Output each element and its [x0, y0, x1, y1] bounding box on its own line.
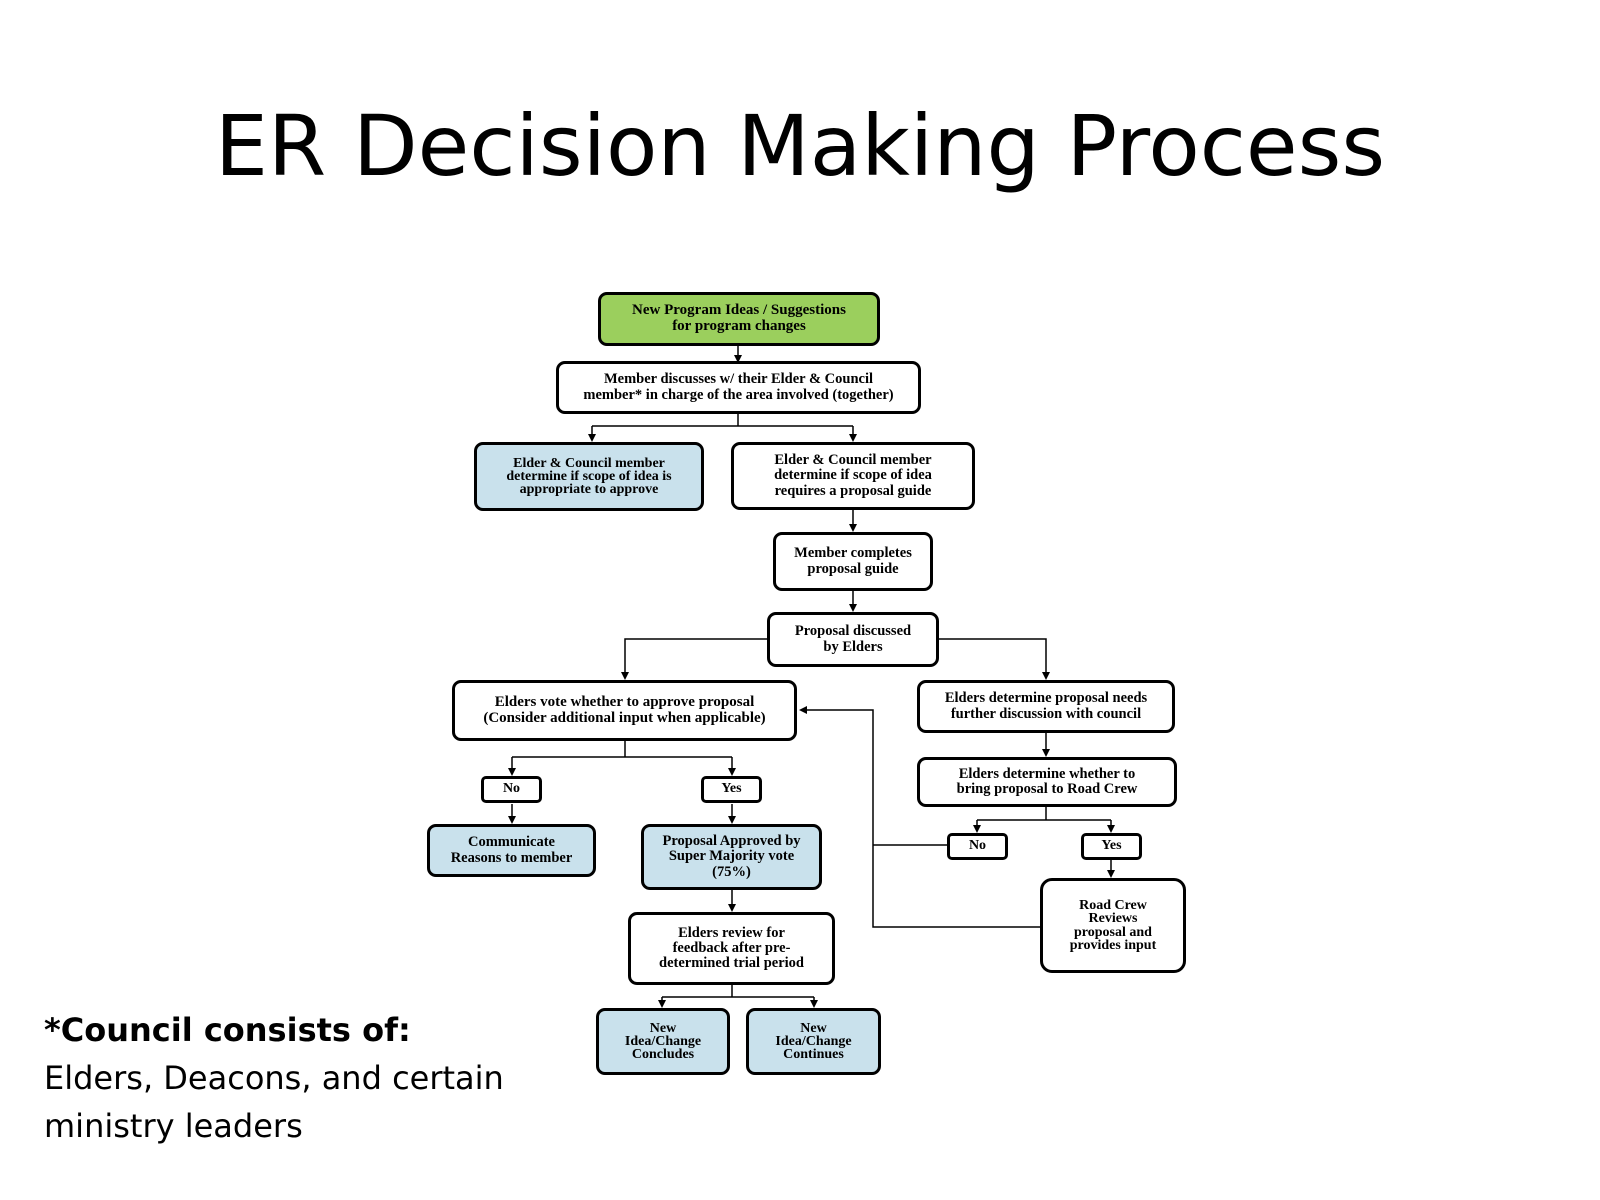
- node-member-completes-guide: Member completes proposal guide: [773, 532, 933, 591]
- node-road-crew-decision: Elders determine whether to bring propos…: [917, 757, 1177, 807]
- node-roadcrew-yes: Yes: [1081, 833, 1142, 860]
- node-further-discussion: Elders determine proposal needs further …: [917, 680, 1175, 733]
- node-trial-review: Elders review for feedback after pre- de…: [628, 912, 835, 985]
- node-proposal-discussed: Proposal discussed by Elders: [767, 612, 939, 667]
- footnote-text: Elders, Deacons, and certain ministry le…: [44, 1059, 504, 1145]
- node-road-crew-review: Road Crew Reviews proposal and provides …: [1040, 878, 1186, 973]
- connector-discussed-further: [939, 638, 1050, 680]
- node-start: New Program Ideas / Suggestions for prog…: [598, 292, 880, 346]
- council-footnote: *Council consists of: Elders, Deacons, a…: [44, 1006, 524, 1150]
- node-scope-approve: Elder & Council member determine if scop…: [474, 442, 704, 511]
- node-vote-no: No: [481, 776, 542, 803]
- node-roadcrew-no: No: [947, 833, 1008, 860]
- node-scope-proposal: Elder & Council member determine if scop…: [731, 442, 975, 510]
- node-member-discusses: Member discusses w/ their Elder & Counci…: [556, 361, 921, 414]
- node-vote-yes: Yes: [701, 776, 762, 803]
- connector-discussed-vote: [621, 638, 767, 680]
- connector-review-loop: [799, 706, 1040, 928]
- node-idea-continues: New Idea/Change Continues: [746, 1008, 881, 1075]
- node-elders-vote: Elders vote whether to approve proposal …: [452, 680, 797, 741]
- node-proposal-approved: Proposal Approved by Super Majority vote…: [641, 824, 822, 890]
- node-idea-concludes: New Idea/Change Concludes: [596, 1008, 730, 1075]
- page-title: ER Decision Making Process: [214, 97, 1386, 195]
- node-communicate-reasons: Communicate Reasons to member: [427, 824, 596, 877]
- footnote-lead: *Council consists of:: [44, 1011, 411, 1049]
